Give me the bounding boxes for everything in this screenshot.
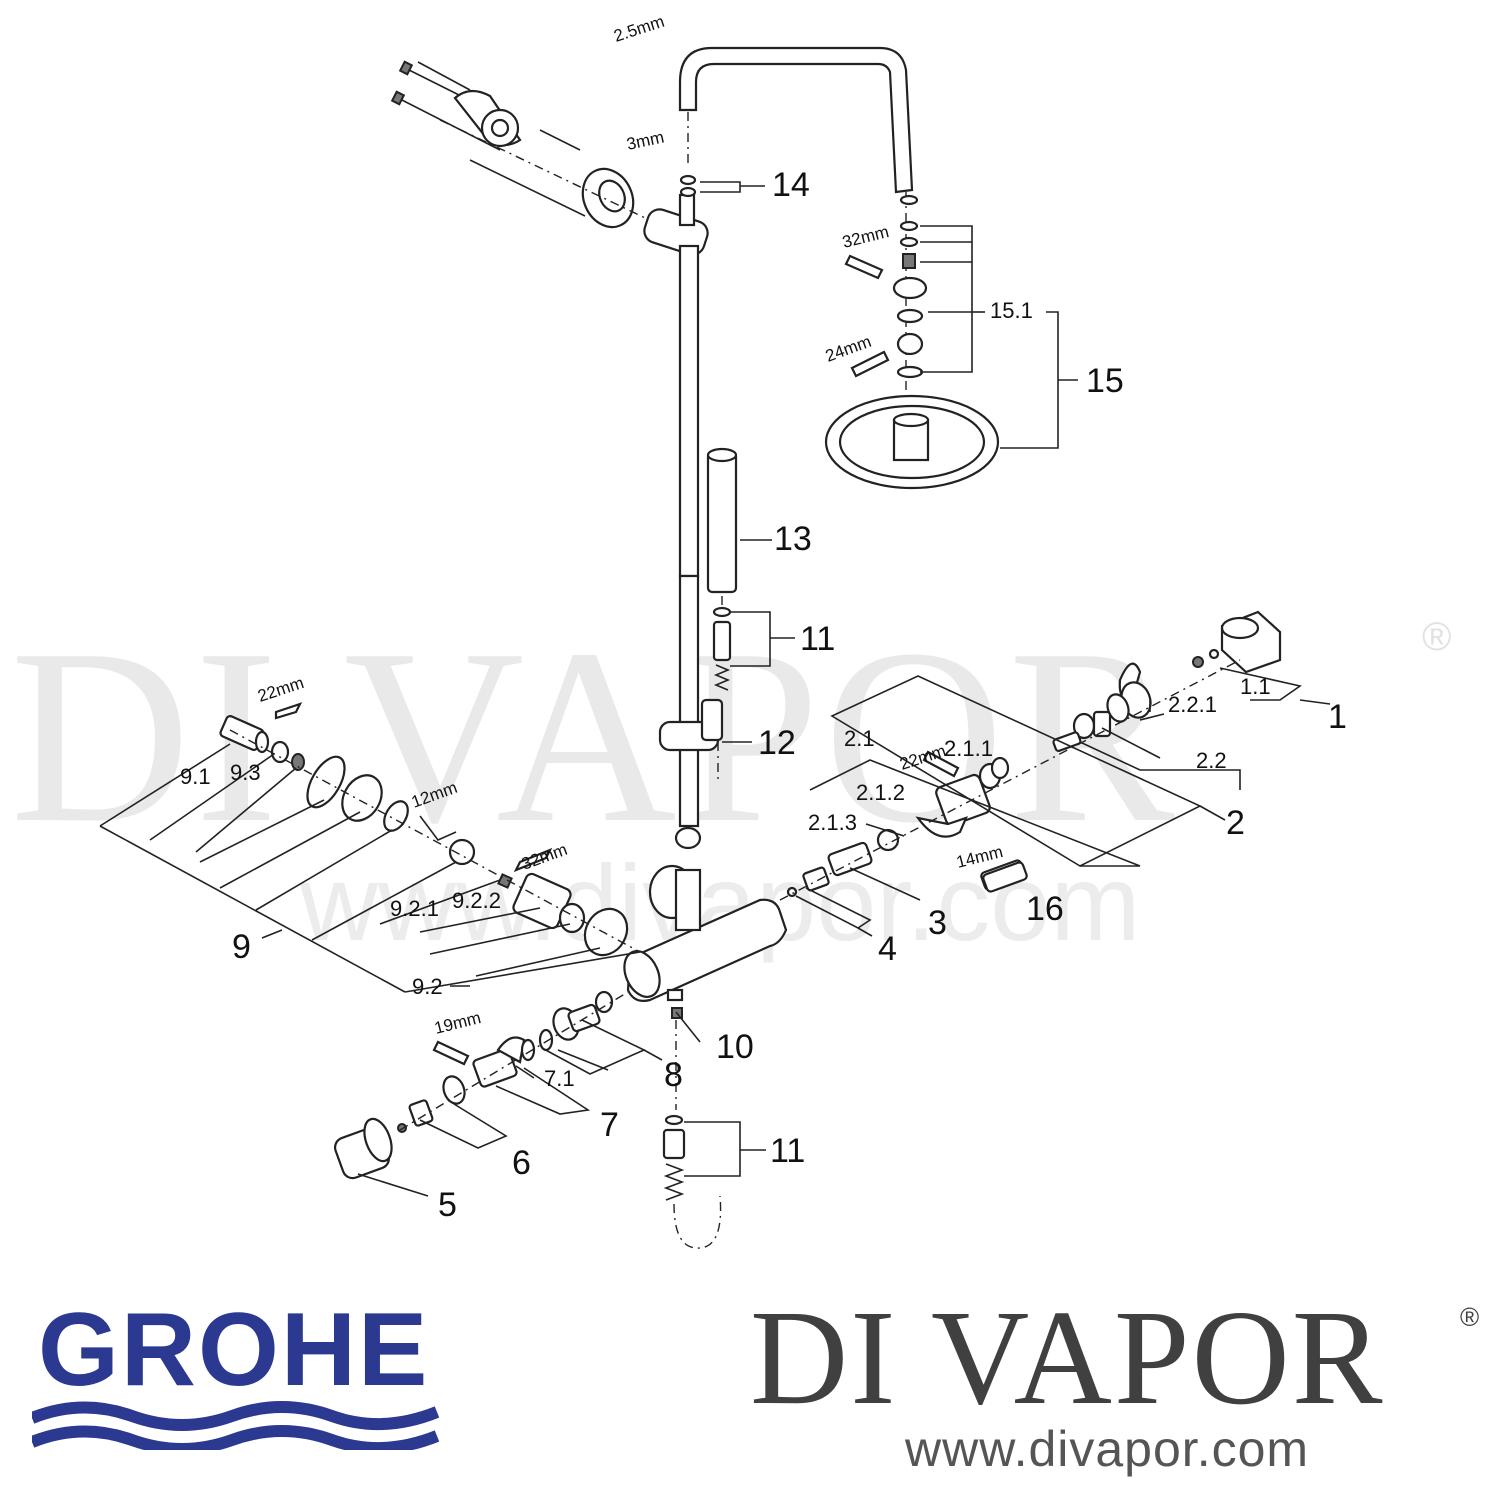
part-label-10: 10 — [716, 1028, 754, 1066]
part-label-2-1-1: 2.1.1 — [944, 736, 993, 761]
part-label-14: 14 — [772, 166, 810, 204]
part-label-9-1: 9.1 — [180, 764, 211, 789]
part-label-2-2: 2.2 — [1196, 748, 1227, 773]
leader-lines-right — [795, 667, 1331, 937]
part-label-9-2-1: 9.2.1 — [390, 896, 439, 921]
riser-rail — [643, 174, 724, 850]
left-cartridge-assembly — [219, 702, 641, 957]
leader-lines-upper — [700, 181, 1078, 743]
part-label-9: 9 — [232, 928, 251, 966]
part-label-9-3: 9.3 — [230, 760, 261, 785]
leader-lines-bottom-left — [357, 1011, 701, 1197]
divapor-registered-mark: ® — [1460, 1302, 1480, 1332]
part-label-1-1: 1.1 — [1240, 674, 1271, 699]
part-label-1: 1 — [1328, 698, 1347, 736]
part-label-2-1: 2.1 — [844, 726, 875, 751]
part-label-2-1-3: 2.1.3 — [808, 810, 857, 835]
part-label-2-2-1: 2.2.1 — [1168, 692, 1217, 717]
tool-label-2-5mm: 2.5mm — [611, 12, 666, 46]
lower-hose — [662, 861, 1028, 1249]
hand-shower — [706, 447, 738, 691]
part-label-15-1: 15.1 — [990, 298, 1033, 323]
part-label-12: 12 — [758, 724, 796, 762]
wall-bracket-assembly — [390, 60, 661, 229]
part-label-9-2: 9.2 — [412, 974, 443, 999]
part-labels: 1 1.1 2 2.1 2.1.1 2.1.2 2.1.3 2.2 2.2.1 … — [180, 166, 1347, 1224]
part-label-11-lower: 11 — [770, 1132, 805, 1170]
part-label-2: 2 — [1226, 804, 1245, 842]
part-label-3: 3 — [928, 904, 947, 942]
part-label-2-1-2: 2.1.2 — [856, 780, 905, 805]
part-label-11-upper: 11 — [800, 620, 835, 658]
watermark-registered: ® — [1422, 615, 1451, 659]
part-label-7: 7 — [600, 1106, 619, 1144]
part-label-16: 16 — [1026, 890, 1064, 928]
watermark: DI VAPOR ® www.divapor.com — [10, 598, 1451, 963]
part-label-15: 15 — [1086, 362, 1124, 400]
part-label-13: 13 — [774, 520, 812, 558]
part-label-7-1: 7.1 — [544, 1066, 575, 1091]
part-label-9-2-2: 9.2.2 — [452, 888, 501, 913]
part-label-8: 8 — [664, 1056, 683, 1094]
shower-head-assembly — [824, 194, 1000, 490]
divapor-website-url: www.divapor.com — [905, 1421, 1310, 1477]
bottom-left-handle-assembly — [333, 990, 629, 1180]
shower-arm — [678, 46, 914, 400]
part-label-6: 6 — [512, 1144, 531, 1182]
leader-lines-left — [99, 743, 641, 993]
tool-label-19mm: 19mm — [432, 1008, 482, 1038]
tool-label-3mm: 3mm — [625, 127, 666, 153]
grohe-logo-wordmark: GROHE — [38, 1292, 430, 1408]
watermark-brand: DI VAPOR — [10, 598, 1179, 875]
tool-label-32mm-top: 32mm — [840, 222, 890, 252]
grohe-logo-waves — [32, 1401, 440, 1450]
part-label-4: 4 — [878, 930, 897, 968]
divapor-logo-wordmark: DI VAPOR — [750, 1283, 1385, 1433]
part-label-5: 5 — [438, 1186, 457, 1224]
